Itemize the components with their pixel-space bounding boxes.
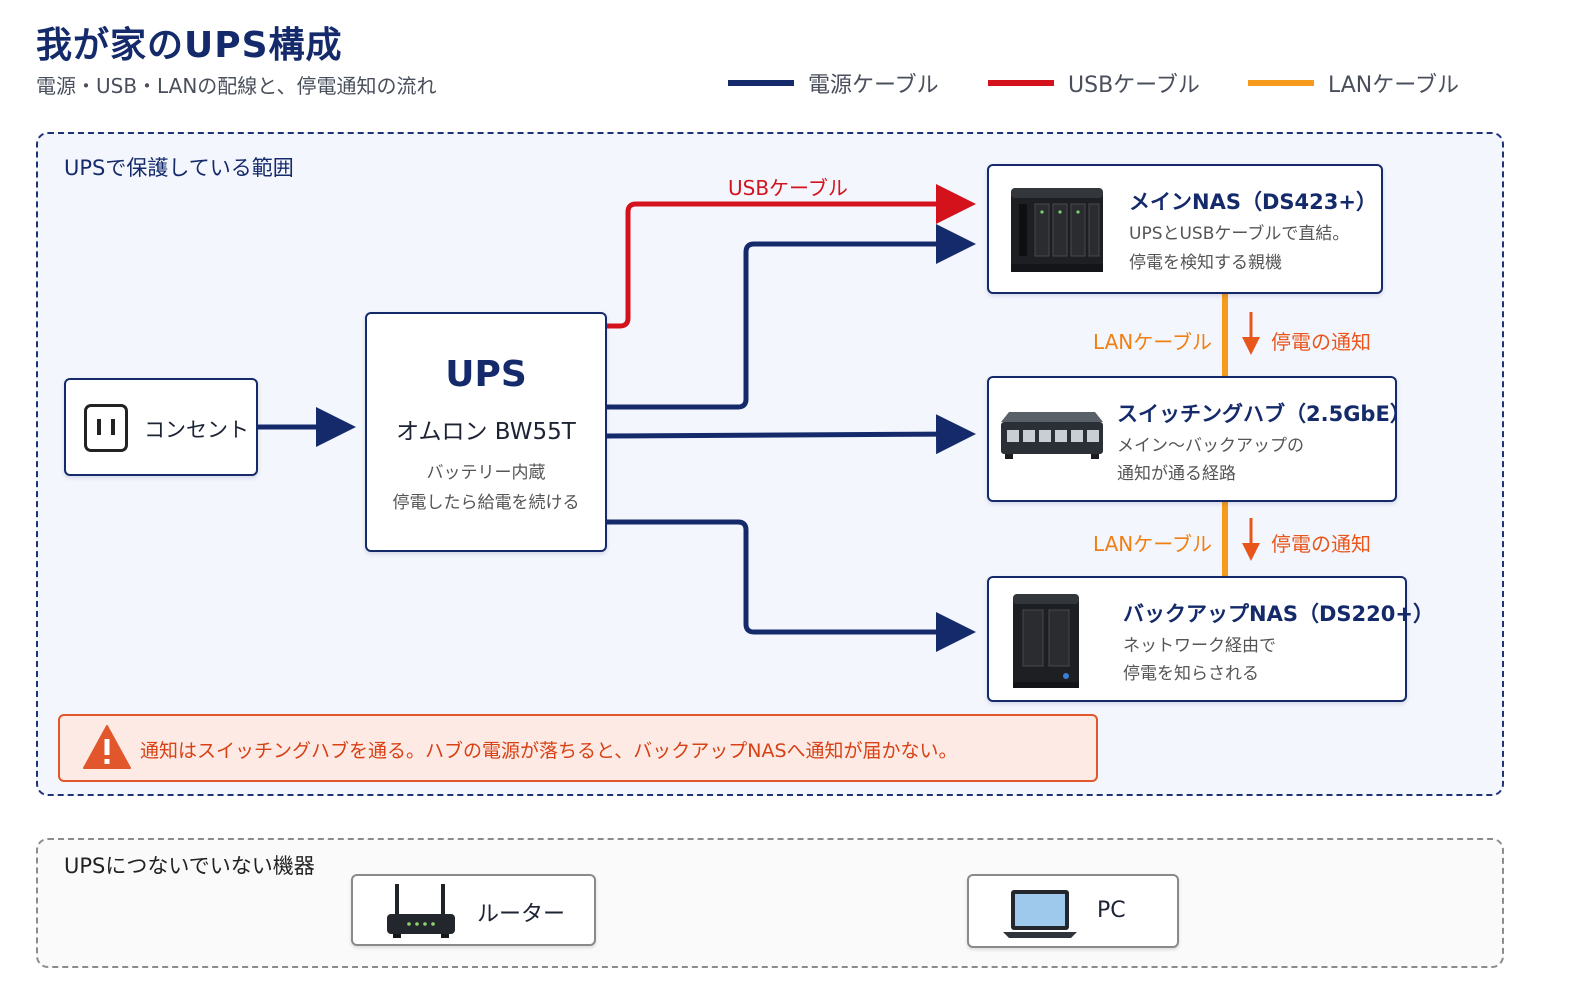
legend-power-line <box>728 80 794 86</box>
lan-wire-label-1: LANケーブル <box>1093 330 1213 354</box>
unprotected-zone-label: UPSにつないでいない機器 <box>64 854 315 878</box>
legend-usb: USBケーブル <box>988 70 1200 98</box>
legend-lan-line <box>1248 80 1314 86</box>
legend-lan: LANケーブル <box>1248 70 1459 98</box>
pc-node: PC <box>967 874 1179 948</box>
page-title: 我が家のUPS構成 <box>36 25 343 66</box>
legend-power: 電源ケーブル <box>728 70 939 98</box>
backup-nas-desc-line1: ネットワーク経由で <box>1123 636 1276 656</box>
ups-model: オムロン BW55T <box>396 419 576 445</box>
outlet-node: コンセント <box>64 378 258 476</box>
usb-wire-ups-main-nas <box>607 184 976 329</box>
lan-wire-label-2: LANケーブル <box>1093 532 1213 556</box>
notify-label-2: 停電の通知 <box>1271 532 1371 556</box>
backup-nas-node: バックアップNAS（DS220+） ネットワーク経由で 停電を知らされる <box>987 576 1434 702</box>
legend-usb-label: USBケーブル <box>1068 73 1200 98</box>
unprotected-zone <box>36 838 1504 968</box>
warning-icon <box>83 725 131 769</box>
warning-banner: 通知はスイッチングハブを通る。ハブの電源が落ちると、バックアップNASへ通知が届… <box>58 714 1098 782</box>
notify-label-1: 停電の通知 <box>1271 330 1371 354</box>
power-wire-ups-backup-nas <box>607 519 976 652</box>
main-nas-desc-line2: 停電を検知する親機 <box>1129 253 1282 273</box>
router-label: ルーター <box>477 902 566 927</box>
usb-wire-label: USBケーブル <box>728 176 848 200</box>
router-icon <box>387 884 455 938</box>
pc-label: PC <box>1097 898 1126 923</box>
main-nas-desc-line1: UPSとUSBケーブルで直結。 <box>1129 224 1350 244</box>
outlet-icon <box>84 404 128 452</box>
legend-power-label: 電源ケーブル <box>808 73 939 98</box>
switch-node: スイッチングハブ（2.5GbE） メイン〜バックアップの 通知が通る経路 <box>987 376 1411 502</box>
nas-2bay-icon <box>1013 594 1079 688</box>
switch-icon <box>1001 412 1103 459</box>
nas-4bay-icon <box>1011 188 1103 272</box>
ups-desc-line1: バッテリー内蔵 <box>426 463 546 483</box>
switch-desc-line1: メイン〜バックアップの <box>1117 436 1304 456</box>
ups-desc-line2: 停電したら給電を続ける <box>392 493 580 513</box>
ups-title: UPS <box>445 354 527 395</box>
main-nas-title: メインNAS（DS423+） <box>1129 190 1377 214</box>
ups-protected-zone-label: UPSで保護している範囲 <box>64 156 294 180</box>
backup-nas-desc-line2: 停電を知らされる <box>1123 664 1259 684</box>
backup-nas-title: バックアップNAS（DS220+） <box>1123 602 1434 626</box>
legend-usb-line <box>988 80 1054 86</box>
warning-text: 通知はスイッチングハブを通る。ハブの電源が落ちると、バックアップNASへ通知が届… <box>140 740 958 762</box>
main-nas-node: メインNAS（DS423+） UPSとUSBケーブルで直結。 停電を検知する親機 <box>987 164 1383 294</box>
switch-desc-line2: 通知が通る経路 <box>1117 464 1236 484</box>
power-wire-ups-main-nas <box>607 224 976 410</box>
laptop-icon <box>1003 890 1077 938</box>
legend-lan-label: LANケーブル <box>1328 73 1459 98</box>
page-subtitle: 電源・USB・LANの配線と、停電通知の流れ <box>36 74 437 98</box>
router-node: ルーター <box>351 874 596 946</box>
outlet-label: コンセント <box>144 418 249 442</box>
switch-title: スイッチングハブ（2.5GbE） <box>1117 402 1411 426</box>
ups-node: UPS オムロン BW55T バッテリー内蔵 停電したら給電を続ける <box>365 312 607 552</box>
power-wire-ups-switch <box>606 414 976 455</box>
